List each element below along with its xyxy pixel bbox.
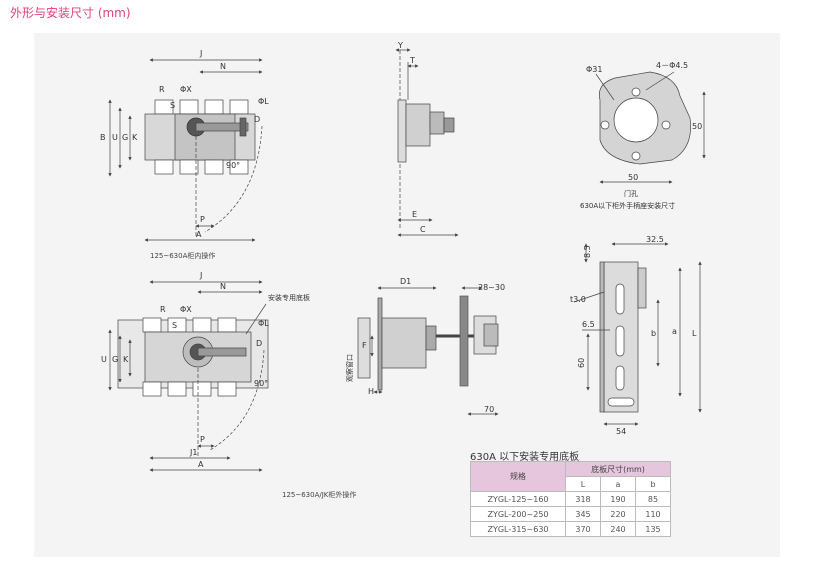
label-6-5: 6.5 bbox=[582, 320, 595, 329]
label-D1: D1 bbox=[400, 277, 411, 286]
door-hole-drawing bbox=[595, 71, 706, 184]
table-title: 630A 以下安装专用底板 bbox=[470, 452, 580, 463]
label-G-ext: G bbox=[112, 355, 118, 364]
label-U: U bbox=[112, 133, 118, 142]
label-J1-ext: J1 bbox=[189, 448, 197, 457]
label-Y: Y bbox=[397, 41, 403, 50]
door-hole-caption-sub: 630A以下柜外手柄座安装尺寸 bbox=[580, 201, 675, 210]
label-T: T bbox=[409, 56, 415, 65]
cell-model: ZYGL-315~630 bbox=[470, 521, 566, 537]
label-D: D bbox=[254, 115, 260, 124]
label-P-ext: P bbox=[200, 435, 205, 444]
label-70: 70 bbox=[484, 405, 494, 414]
label-phil-ext: ΦL bbox=[258, 319, 269, 328]
table-row: ZYGL-125~160 318 190 85 bbox=[470, 491, 671, 507]
label-8-5: 8.5 bbox=[583, 245, 592, 258]
cell-a: 220 bbox=[600, 506, 636, 522]
label-K-ext: K bbox=[123, 355, 129, 364]
cell-a: 190 bbox=[600, 491, 636, 507]
label-R: R bbox=[159, 85, 165, 94]
label-phix: ΦX bbox=[180, 85, 192, 94]
label-A-ext: A bbox=[198, 460, 204, 469]
label-54: 54 bbox=[616, 427, 626, 436]
label-b: b bbox=[651, 329, 656, 338]
header-b: b bbox=[635, 476, 671, 492]
label-60: 60 bbox=[577, 358, 586, 368]
label-50h: 50 bbox=[628, 173, 638, 182]
label-C: C bbox=[420, 225, 426, 234]
label-P: P bbox=[200, 215, 205, 224]
label-G: G bbox=[122, 133, 128, 142]
label-E: E bbox=[412, 210, 417, 219]
cell-b: 135 bbox=[635, 521, 671, 537]
label-28-30: 28~30 bbox=[478, 283, 505, 292]
callout-base-plate: 安装专用底板 bbox=[268, 293, 310, 302]
base-plate-drawing bbox=[573, 242, 702, 426]
mount-side-view bbox=[357, 286, 499, 416]
label-A: A bbox=[196, 230, 202, 239]
caption-external: 125~630A/JK柜外操作 bbox=[282, 491, 357, 499]
header-a: a bbox=[600, 476, 636, 492]
label-L: L bbox=[692, 329, 697, 338]
caption-internal: 125~630A柜内操作 bbox=[150, 252, 216, 260]
label-t3: t3.0 bbox=[570, 295, 586, 304]
label-phix-ext: ΦX bbox=[180, 305, 192, 314]
label-a: a bbox=[672, 327, 677, 336]
table-row: ZYGL-200~250 345 220 110 bbox=[470, 506, 671, 522]
cell-b: 110 bbox=[635, 506, 671, 522]
cell-model: ZYGL-200~250 bbox=[470, 506, 566, 522]
cell-L: 345 bbox=[565, 506, 601, 522]
page-title: 外形与安装尺寸 (mm) bbox=[10, 6, 131, 20]
label-S-ext: S bbox=[172, 321, 177, 330]
label-R-ext: R bbox=[160, 305, 166, 314]
header-model: 规格 bbox=[470, 461, 566, 492]
cell-model: ZYGL-125~160 bbox=[470, 491, 566, 507]
door-hole-caption-main: 门孔 bbox=[624, 189, 638, 198]
cell-L: 318 bbox=[565, 491, 601, 507]
label-phi31: Φ31 bbox=[586, 65, 602, 74]
label-D-ext: D bbox=[256, 339, 262, 348]
label-F: F bbox=[362, 341, 367, 350]
label-50v: 50 bbox=[692, 122, 702, 131]
label-angle-ext: 90° bbox=[254, 379, 268, 388]
cell-b: 85 bbox=[635, 491, 671, 507]
front-view-external bbox=[108, 280, 269, 472]
table-row: ZYGL-315~630 370 240 135 bbox=[470, 521, 671, 537]
label-N: N bbox=[220, 62, 226, 71]
label-J: J bbox=[199, 49, 202, 58]
header-group: 底板尺寸(mm) bbox=[565, 461, 671, 477]
cell-L: 370 bbox=[565, 521, 601, 537]
label-U-ext: U bbox=[101, 355, 107, 364]
base-plate-spec-table: 规格 底板尺寸(mm) L a b ZYGL-125~160 318 190 8… bbox=[470, 461, 671, 537]
label-32-5: 32.5 bbox=[646, 235, 664, 244]
cell-a: 240 bbox=[600, 521, 636, 537]
header-L: L bbox=[565, 476, 601, 492]
label-phil: ΦL bbox=[258, 97, 269, 106]
label-angle: 90° bbox=[226, 161, 240, 170]
label-N-ext: N bbox=[220, 282, 226, 291]
label-4holes: 4－Φ4.5 bbox=[656, 61, 688, 70]
label-J-ext: J bbox=[199, 271, 202, 280]
label-H: H bbox=[368, 387, 374, 396]
label-K: K bbox=[132, 133, 138, 142]
side-view bbox=[395, 48, 459, 237]
label-window: 观察窗口 bbox=[345, 354, 354, 382]
front-view-internal bbox=[108, 58, 263, 242]
label-S: S bbox=[170, 101, 175, 110]
label-B: B bbox=[100, 133, 106, 142]
